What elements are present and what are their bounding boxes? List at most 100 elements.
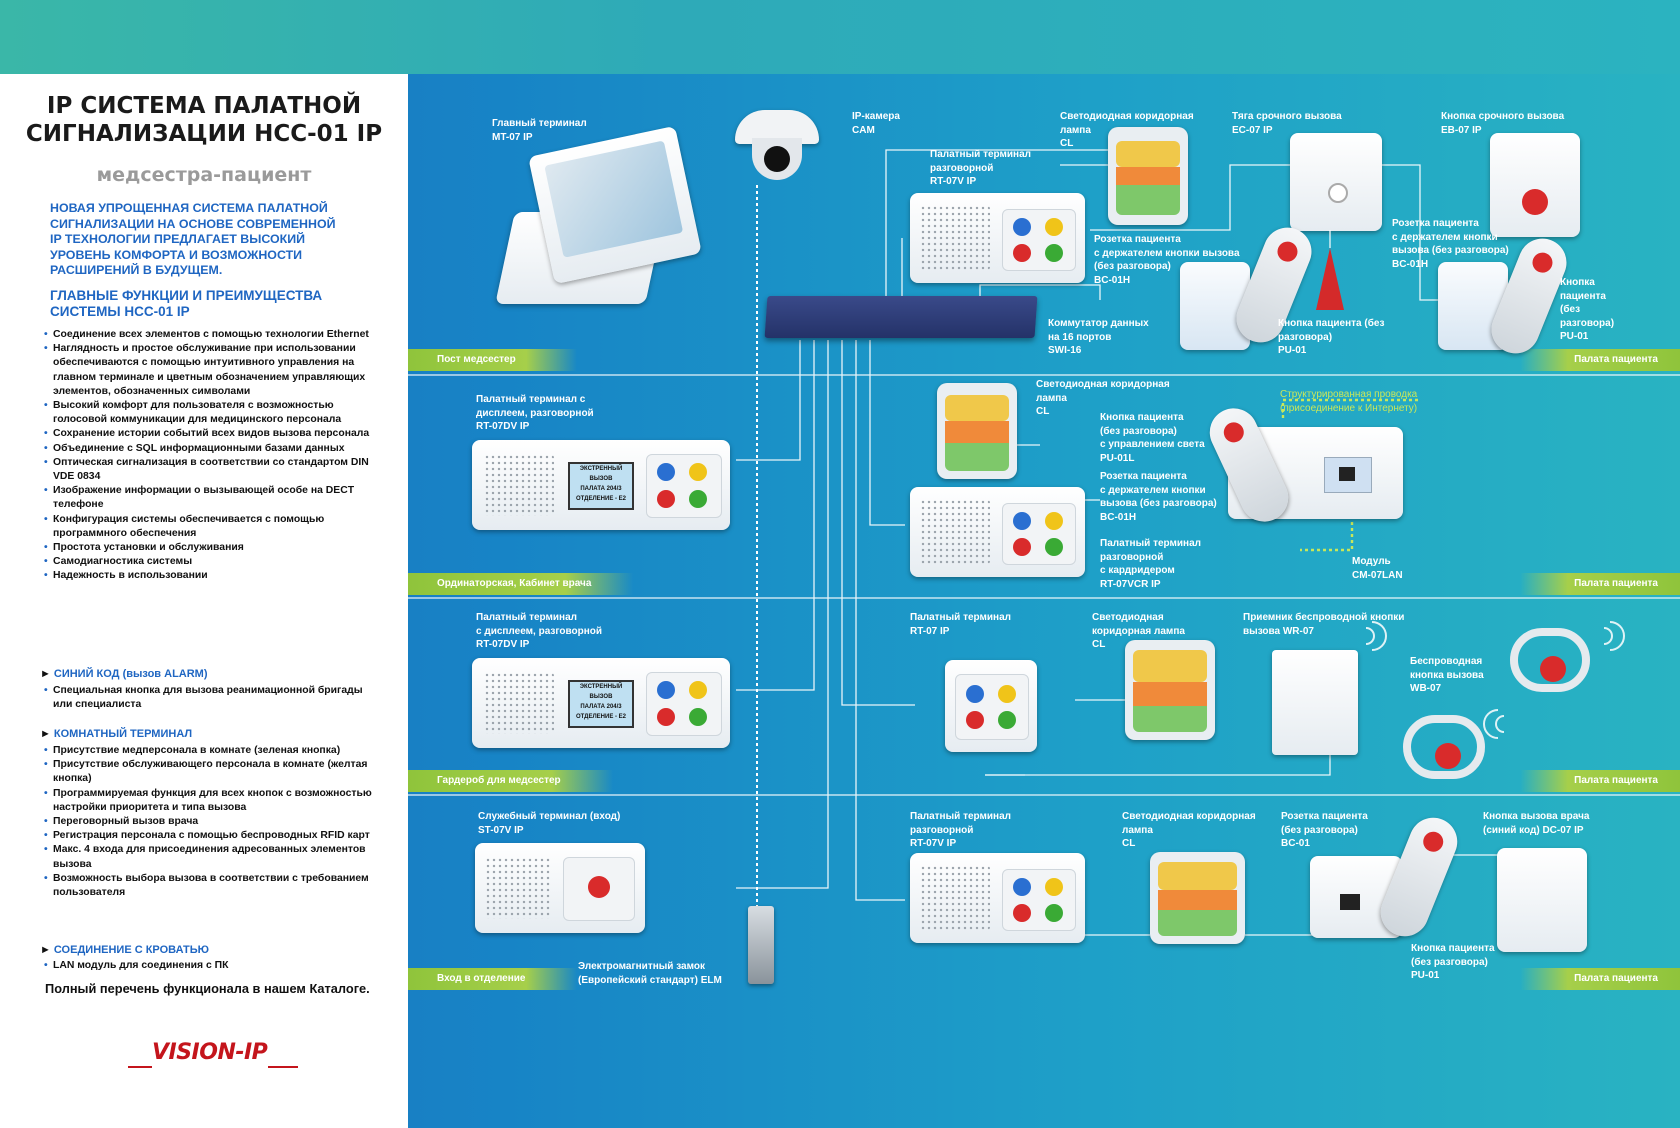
- feature-item: Оптическая сигнализация в соответствии с…: [44, 456, 374, 484]
- page-title: IP СИСТЕМА ПАЛАТНОЙ СИГНАЛИЗАЦИИ НСС-01 …: [0, 92, 408, 148]
- arrow-right-icon: ►: [40, 944, 51, 956]
- title-line-2: СИГНАЛИЗАЦИИ НСС-01 IP: [25, 121, 383, 147]
- feature-item: Изображение информации о вызывающей особ…: [44, 484, 374, 512]
- rt07v-terminal-2: [910, 853, 1085, 943]
- zone-nurse-wardrobe: Гардероб для медсестер: [408, 770, 613, 792]
- label-bc01: Розетка пациента(без разговора)BC-01: [1281, 811, 1368, 849]
- corridor-lamp-3: [1125, 640, 1215, 740]
- blue-code-list: Специальная кнопка для вызова реанимацио…: [44, 684, 374, 712]
- zone-doctor-office: Ординаторская, Кабинет врача: [408, 573, 633, 595]
- label-elm: Электромагнитный замок(Европейский станд…: [578, 961, 722, 986]
- features-heading: ГЛАВНЫЕ ФУНКЦИИ И ПРЕИМУЩЕСТВА СИСТЕМЫ Н…: [50, 288, 323, 319]
- feature-item: Объединение с SQL информационными базами…: [44, 442, 374, 456]
- feature-item: Конфигурация системы обеспечивается с по…: [44, 513, 374, 541]
- pull-cord-triangle-icon: [1316, 230, 1344, 310]
- zone-patient-room-2: Палата пациента: [1520, 573, 1680, 595]
- feature-item: Высокий комфорт для пользователя с возмо…: [44, 399, 374, 427]
- ec07-pull-cord: [1290, 133, 1382, 231]
- wb07-bracelet-1: [1510, 628, 1590, 692]
- label-dc07: Кнопка вызова врача(синий код) DC-07 IP: [1483, 811, 1590, 836]
- blue-code-heading: ►СИНИЙ КОД (вызов ALARM): [40, 668, 208, 680]
- features-list: Соединение всех элементов с помощью техн…: [44, 328, 374, 584]
- st07v-terminal: [475, 843, 645, 933]
- zone-patient-room-1: Палата пациента: [1520, 349, 1680, 371]
- zone-department-entrance: Вход в отделение: [408, 968, 577, 990]
- eb07-button: [1490, 133, 1580, 237]
- room-terminal-item: Регистрация персонала с помощью беспрово…: [44, 829, 374, 843]
- logo-text: VISION-IP: [152, 1040, 268, 1065]
- title-line-1: IP СИСТЕМА ПАЛАТНОЙ: [46, 93, 362, 119]
- corridor-lamp-1: [1108, 127, 1188, 225]
- rt07vcr-terminal: [910, 487, 1085, 577]
- feature-item: Наглядность и простое обслуживание при и…: [44, 342, 374, 399]
- feature-item: Простота установки и обслуживания: [44, 541, 374, 555]
- arrow-right-icon: ►: [40, 668, 51, 680]
- room-terminal-list: Присутствие медперсонала в комнате (зеле…: [44, 744, 374, 900]
- label-pu01-3: Кнопка пациента(без разговора)PU-01: [1411, 943, 1495, 981]
- subtitle: медсестра-пациент: [96, 164, 312, 186]
- feature-item: Самодиагностика системы: [44, 555, 374, 569]
- corridor-lamp-4: [1150, 852, 1245, 944]
- room-terminal-item: Присутствие медперсонала в комнате (зеле…: [44, 744, 374, 758]
- label-pu01l: Кнопка пациента(без разговора)с управлен…: [1100, 412, 1205, 464]
- room-terminal-heading-text: КОМНАТНЫЙ ТЕРМИНАЛ: [53, 728, 193, 740]
- lan-port-icon: [1340, 894, 1360, 910]
- room-terminal-item: Макс. 4 входа для присоединения адресова…: [44, 843, 374, 871]
- zone-patient-room-3: Палата пациента: [1520, 770, 1680, 792]
- main-terminal-screen: [544, 140, 684, 258]
- room-terminal-item: Программируемая функция для всех кнопок …: [44, 787, 374, 815]
- room-terminal-item: Возможность выбора вызова в соответствии…: [44, 872, 374, 900]
- room-terminal-item: Переговорный вызов врача: [44, 815, 374, 829]
- blue-code-heading-text: СИНИЙ КОД (вызов ALARM): [53, 668, 208, 680]
- wb07-bracelet-2: [1403, 715, 1485, 779]
- rt07v-terminal-1: [910, 193, 1085, 283]
- bed-heading: ►СОЕДИНЕНИЕ С КРОВАТЬЮ: [40, 944, 209, 956]
- label-st07v: Служебный терминал (вход)ST-07V IP: [478, 811, 621, 836]
- bed-list: LAN модуль для соединения с ПК: [44, 959, 374, 973]
- elm-lock: [748, 906, 774, 984]
- bed-heading-text: СОЕДИНЕНИЕ С КРОВАТЬЮ: [53, 944, 209, 956]
- vision-ip-logo: VISION-IP: [128, 1036, 298, 1076]
- wr07-receiver: [1272, 650, 1358, 755]
- arrow-right-icon: ►: [40, 728, 51, 740]
- dc07-button: [1497, 848, 1587, 952]
- lan-port-icon: [1339, 467, 1355, 481]
- switch-device: [764, 296, 1038, 338]
- blue-code-item: Специальная кнопка для вызова реанимацио…: [44, 684, 374, 712]
- feature-item: Сохранение истории событий всех видов вы…: [44, 427, 374, 441]
- bed-item: LAN модуль для соединения с ПК: [44, 959, 374, 973]
- zone-nurse-station: Пост медсестер: [408, 349, 577, 371]
- corridor-lamp-2: [937, 383, 1017, 479]
- feature-item: Соединение всех элементов с помощью техн…: [44, 328, 374, 342]
- catalog-note: Полный перечень функционала в нашем Ката…: [45, 981, 370, 996]
- info-panel: IP СИСТЕМА ПАЛАТНОЙ СИГНАЛИЗАЦИИ НСС-01 …: [0, 74, 408, 1128]
- feature-item: Надежность в использовании: [44, 569, 374, 583]
- intro-text: НОВАЯ УПРОЩЕННАЯ СИСТЕМА ПАЛАТНОЙ СИГНАЛ…: [50, 201, 336, 278]
